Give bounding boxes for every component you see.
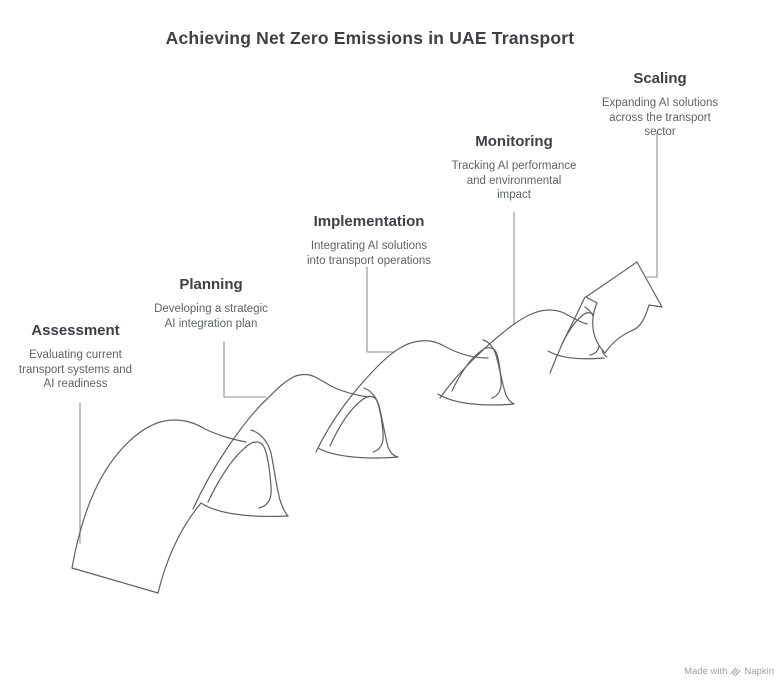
wave-rise-to-arrow (549, 296, 586, 374)
leader-implementation (366, 266, 395, 353)
stage-planning-label: Planning (179, 276, 243, 293)
stage-scaling-label: Scaling (633, 70, 687, 87)
watermark-brand: Napkin (744, 666, 774, 677)
stage-scaling: Scaling Expanding AI solutions across th… (582, 70, 738, 140)
wave-fold3-inner (451, 347, 502, 399)
wave-band1-upper-crest1 (71, 419, 247, 569)
wave-fold3-outer (482, 339, 515, 405)
wave-band3-crest3 (315, 340, 489, 453)
stage-implementation-description: Integrating AI solutions into transport … (306, 240, 432, 267)
wave-floor3 (437, 393, 515, 406)
stage-monitoring-description: Tracking AI performance and environmenta… (451, 160, 577, 201)
wave-fold1-outer (250, 429, 289, 517)
stage-planning: Planning Developing a strategic AI integ… (136, 276, 286, 331)
watermark-prefix: Made with (684, 666, 728, 677)
wave-floor2 (317, 447, 399, 459)
wave-fold2-outer (363, 387, 399, 458)
wave-floor4 (547, 350, 605, 360)
stage-assessment-description: Evaluating current transport systems and… (18, 349, 133, 390)
leader-scaling (646, 131, 658, 278)
stage-scaling-description: Expanding AI solutions across the transp… (601, 97, 719, 138)
stage-assessment: Assessment Evaluating current transport … (3, 322, 148, 392)
napkin-logo-icon (731, 667, 741, 676)
leader-lines (79, 131, 658, 544)
wave-band1-tail (71, 567, 159, 594)
wave-strokes (71, 296, 608, 594)
made-with-napkin-watermark: Made with Napkin (684, 666, 774, 677)
stage-monitoring: Monitoring Tracking AI performance and e… (434, 133, 594, 203)
wave-floor1 (200, 502, 289, 517)
wave-fold1-inner (207, 441, 272, 509)
stage-implementation: Implementation Integrating AI solutions … (288, 213, 450, 268)
wave-fold2-inner (329, 395, 384, 453)
leader-planning (223, 341, 267, 398)
stage-assessment-label: Assessment (31, 322, 120, 339)
stage-planning-description: Developing a strategic AI integration pl… (154, 303, 268, 330)
arrow-up-right-icon (585, 261, 663, 354)
stage-monitoring-label: Monitoring (475, 133, 553, 150)
wave-band2-crest2 (192, 373, 369, 510)
stage-implementation-label: Implementation (313, 213, 425, 230)
page-title: Achieving Net Zero Emissions in UAE Tran… (165, 28, 575, 48)
wave-band1-lower (157, 502, 202, 594)
